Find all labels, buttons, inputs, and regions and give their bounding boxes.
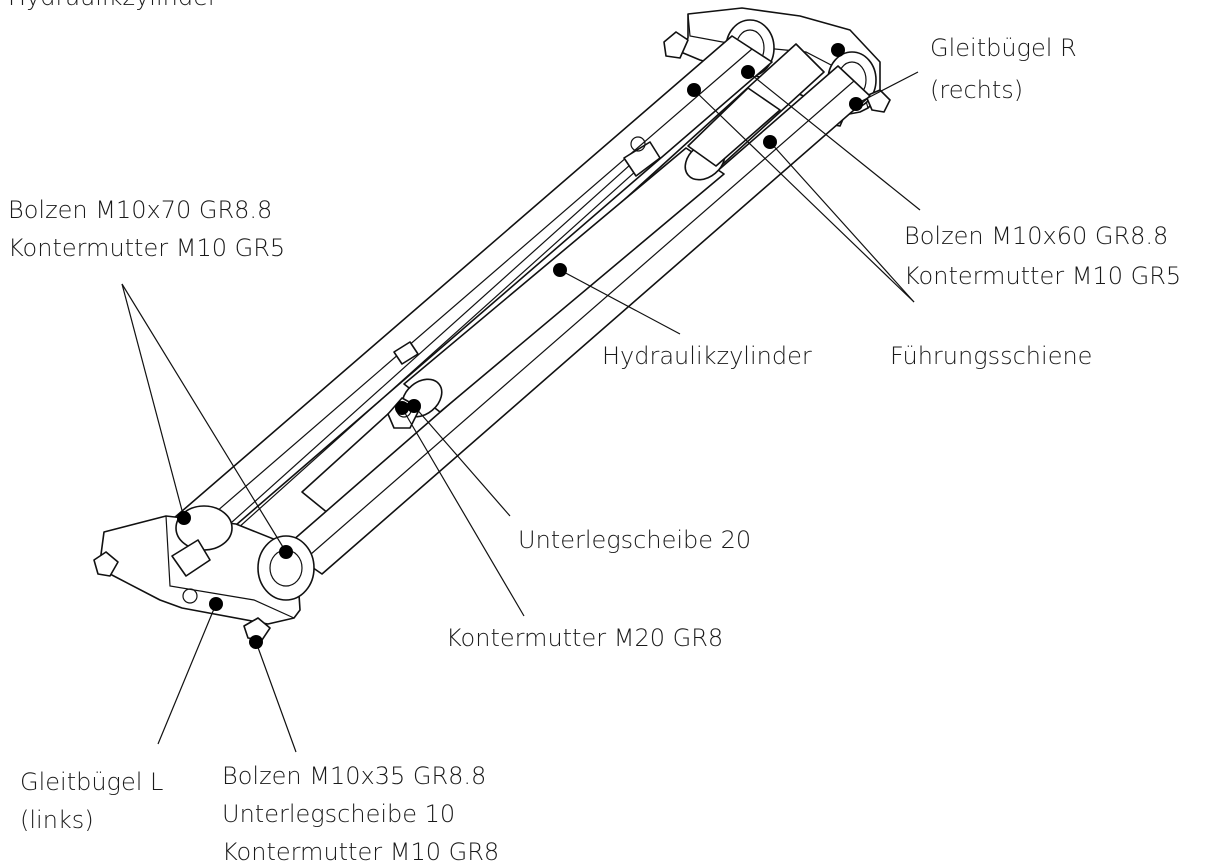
label-gleitbuegel-l-line2: (links)	[20, 806, 94, 834]
leader-dot-kontermutter-m20	[395, 401, 409, 415]
leader-bolzen-m10x60	[747, 71, 921, 211]
leader-dot-bolzen-m10x60	[741, 65, 755, 79]
leader-dot-bolzen-m10x70-a	[177, 511, 191, 525]
guide-rail	[283, 43, 871, 575]
leader-fuehrungsschiene-b	[769, 141, 915, 303]
leader-dot-gleitbuegel-r	[849, 97, 863, 111]
label-gleitbuegel-l-line1: Gleitbügel L	[20, 768, 163, 796]
label-gleitbuegel-r-line1: Gleitbügel R	[930, 34, 1077, 62]
label-bolzen-m10x35-line2: Unterlegscheibe 10	[222, 800, 455, 828]
callout-labels: Hydraulikzylinder Gleitbügel R (rechts) …	[8, 0, 1181, 866]
label-top-fragment: Hydraulikzylinder	[8, 0, 218, 11]
leader-dot-bolzen-m10x70-b	[279, 545, 293, 559]
label-bolzen-m10x70-line1: Bolzen M10x70 GR8.8	[8, 196, 272, 224]
leader-bolzen-m10x35	[255, 641, 297, 753]
leader-hydraulikzylinder	[559, 269, 681, 335]
hydraulic-cylinder	[387, 87, 781, 429]
leader-bolzen-m10x70-a	[121, 283, 185, 519]
callout-leaders	[121, 43, 921, 753]
label-bolzen-m10x35-line1: Bolzen M10x35 GR8.8	[222, 762, 486, 790]
assembly-drawing	[93, 7, 891, 641]
label-bolzen-m10x60-line2: Kontermutter M10 GR5	[904, 262, 1181, 290]
hydraulic-hose	[211, 136, 661, 547]
leader-dot-gleitbuegel-l	[209, 597, 223, 611]
leader-kontermutter-m20	[401, 407, 525, 617]
leader-dot-fuehrungsschiene-a	[687, 83, 701, 97]
leader-gleitbuegel-l	[157, 603, 217, 745]
left-slide-bracket	[93, 505, 315, 641]
label-bolzen-m10x70-line2: Kontermutter M10 GR5	[8, 234, 285, 262]
label-unterlegscheibe-20: Unterlegscheibe 20	[518, 526, 751, 554]
leader-dot-fuehrungsschiene-b	[763, 135, 777, 149]
label-bolzen-m10x60-line1: Bolzen M10x60 GR8.8	[904, 222, 1168, 250]
leader-bolzen-m10x70-b	[121, 283, 287, 553]
label-hydraulikzylinder: Hydraulikzylinder	[602, 342, 812, 370]
leader-dot-unterlegscheibe-20	[407, 399, 421, 413]
label-gleitbuegel-r-line2: (rechts)	[930, 76, 1023, 104]
upper-guide-tube	[173, 35, 773, 545]
leader-dot-bolzen-m10x35	[249, 635, 263, 649]
leader-gleitbuegel-r	[855, 71, 919, 105]
leader-unterlegscheibe-20	[413, 405, 511, 517]
leader-dot-hydraulikzylinder	[553, 263, 567, 277]
label-bolzen-m10x35-line3: Kontermutter M10 GR8	[222, 838, 499, 866]
label-fuehrungsschiene: Führungsschiene	[890, 342, 1092, 370]
leader-dot-bracket-r-top	[831, 43, 845, 57]
leader-fuehrungsschiene-a	[693, 89, 915, 303]
label-kontermutter-m20: Kontermutter M20 GR8	[446, 624, 723, 652]
